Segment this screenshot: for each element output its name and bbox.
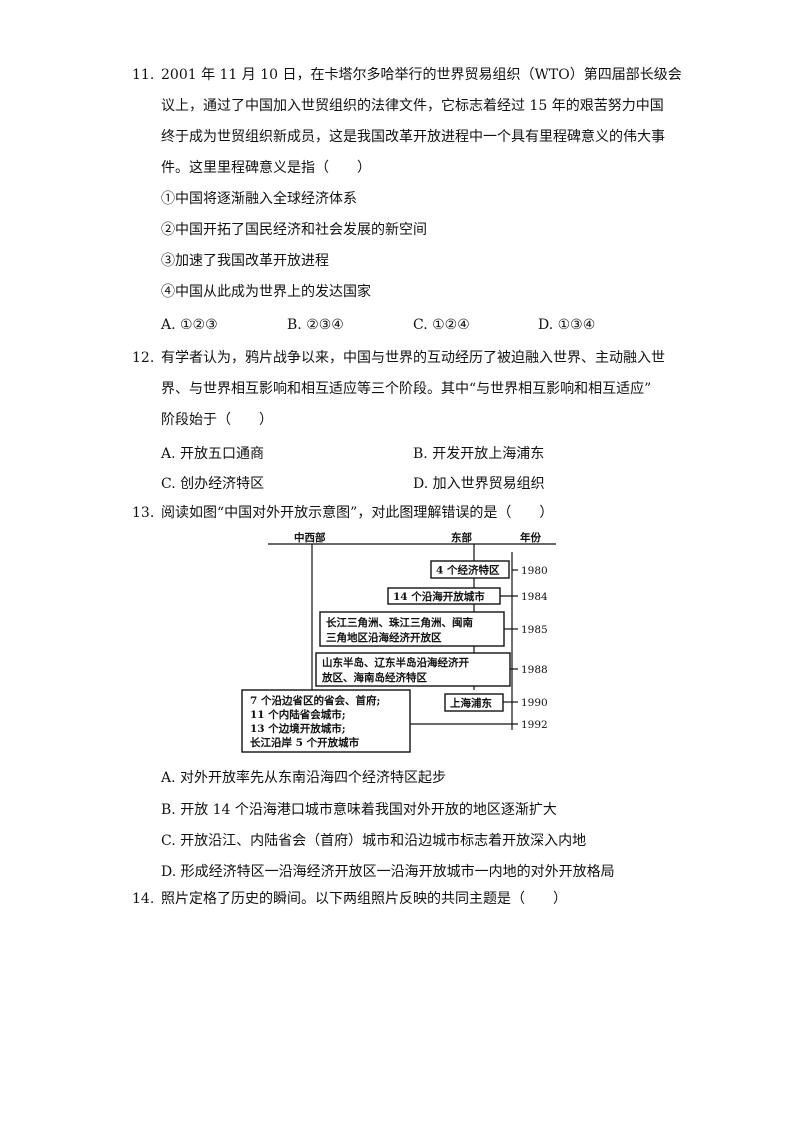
option-d[interactable]: D. 形成经济特区一沿海经济开放区一沿海开放城市一内地的对外开放格局 [161,864,615,880]
box-1988-text-2: 放区、海南岛经济特区 [321,671,427,684]
statement: ①中国将逐渐融入全球经济体系 [161,191,357,207]
stem-line: 界、与世界相互影响和相互适应等三个阶段。其中“与世界相互影响和相互适应” [161,381,652,397]
stem-line: 议上，通过了中国加入世贸组织的法律文件，它标志着经过 15 年的艰苦努力中国 [161,98,664,114]
box-1990-text: 上海浦东 [450,697,492,710]
stem-line: 2001 年 11 月 10 日，在卡塔尔多哈举行的世界贸易组织（WTO）第四届… [161,67,682,83]
diagram-svg: 中西部 东部 年份 4 个经济特区 1980 14 个沿海开放城市 1984 长… [241,531,556,753]
question-stem: 2001 年 11 月 10 日，在卡塔尔多哈举行的世界贸易组织（WTO）第四届… [161,60,767,308]
col-west-label: 中西部 [294,531,326,544]
stem-line: 阅读如图“中国对外开放示意图”，对此图理解错误的是（ ） [161,505,554,521]
question-stem: 阅读如图“中国对外开放示意图”，对此图理解错误的是（ ） [161,498,767,529]
box-1985-text-2: 三角地区沿海经济开放区 [326,631,442,644]
year-1984: 1984 [521,591,548,603]
box-1985 [319,611,505,647]
box-1985-text-1: 长江三角洲、珠江三角洲、闽南 [326,616,473,629]
stem-line: 照片定格了历史的瞬间。以下两组照片反映的共同主题是（ ） [161,891,567,907]
stem-line: 终于成为世贸组织新成员，这是我国改革开放进程中一个具有里程碑意义的伟大事 [161,129,665,145]
box-1992-text-1: 7 个沿边省区的省会、首府; [250,694,380,707]
option-a[interactable]: A. ①②③ [161,317,218,333]
year-1988: 1988 [521,664,548,676]
stem-line: 有学者认为，鸦片战争以来，中国与世界的互动经历了被迫融入世界、主动融入世 [161,350,665,366]
stem-line: 阶段始于（ ） [161,412,273,428]
year-1990: 1990 [521,697,548,709]
year-1985: 1985 [521,624,548,636]
option-b[interactable]: B. 开放 14 个沿海港口城市意味着我国对外开放的地区逐渐扩大 [161,802,557,818]
stem-line: 件。这里里程碑意义是指（ ） [161,160,371,176]
box-1980-text: 4 个经济特区 [436,564,500,577]
option-c[interactable]: C. 创办经济特区 [161,476,265,492]
question-stem: 有学者认为，鸦片战争以来，中国与世界的互动经历了被迫融入世界、主动融入世 界、与… [161,343,767,436]
box-1984-text: 14 个沿海开放城市 [393,590,485,603]
option-c[interactable]: C. 开放沿江、内陆省会（首府）城市和沿边城市标志着开放深入内地 [161,833,587,849]
question-number: 14. [132,891,155,907]
question-stem: 照片定格了历史的瞬间。以下两组照片反映的共同主题是（ ） [161,884,767,915]
question-number: 13. [132,505,155,521]
option-d[interactable]: D. 加入世界贸易组织 [413,476,545,492]
box-1988-text-1: 山东半岛、辽东半岛沿海经济开 [322,656,469,669]
year-1980: 1980 [521,565,548,577]
col-east-label: 东部 [451,531,472,544]
statement: ③加速了我国改革开放进程 [161,253,329,269]
box-1992-text-4: 长江沿岸 5 个开放城市 [250,736,360,749]
statement: ④中国从此成为世界上的发达国家 [161,284,371,300]
opening-up-diagram: 中西部 东部 年份 4 个经济特区 1980 14 个沿海开放城市 1984 长… [238,530,558,760]
box-1980 [430,560,510,579]
question-number: 11. [132,67,155,83]
statement: ②中国开拓了国民经济和社会发展的新空间 [161,222,427,238]
option-b[interactable]: B. ②③④ [287,317,344,333]
option-c[interactable]: C. ①②④ [413,317,470,333]
box-1992-text-2: 11 个内陆省会城市; [250,708,346,721]
option-d[interactable]: D. ①③④ [538,317,596,333]
option-b[interactable]: B. 开发开放上海浦东 [413,446,545,462]
box-1992-text-3: 13 个边境开放城市; [250,722,346,735]
col-year-label: 年份 [520,531,541,544]
box-1992 [241,689,411,753]
question-number: 12. [132,350,155,366]
option-a[interactable]: A. 开放五口通商 [161,446,265,462]
option-a[interactable]: A. 对外开放率先从东南沿海四个经济特区起步 [161,770,447,786]
year-1992: 1992 [521,719,548,731]
